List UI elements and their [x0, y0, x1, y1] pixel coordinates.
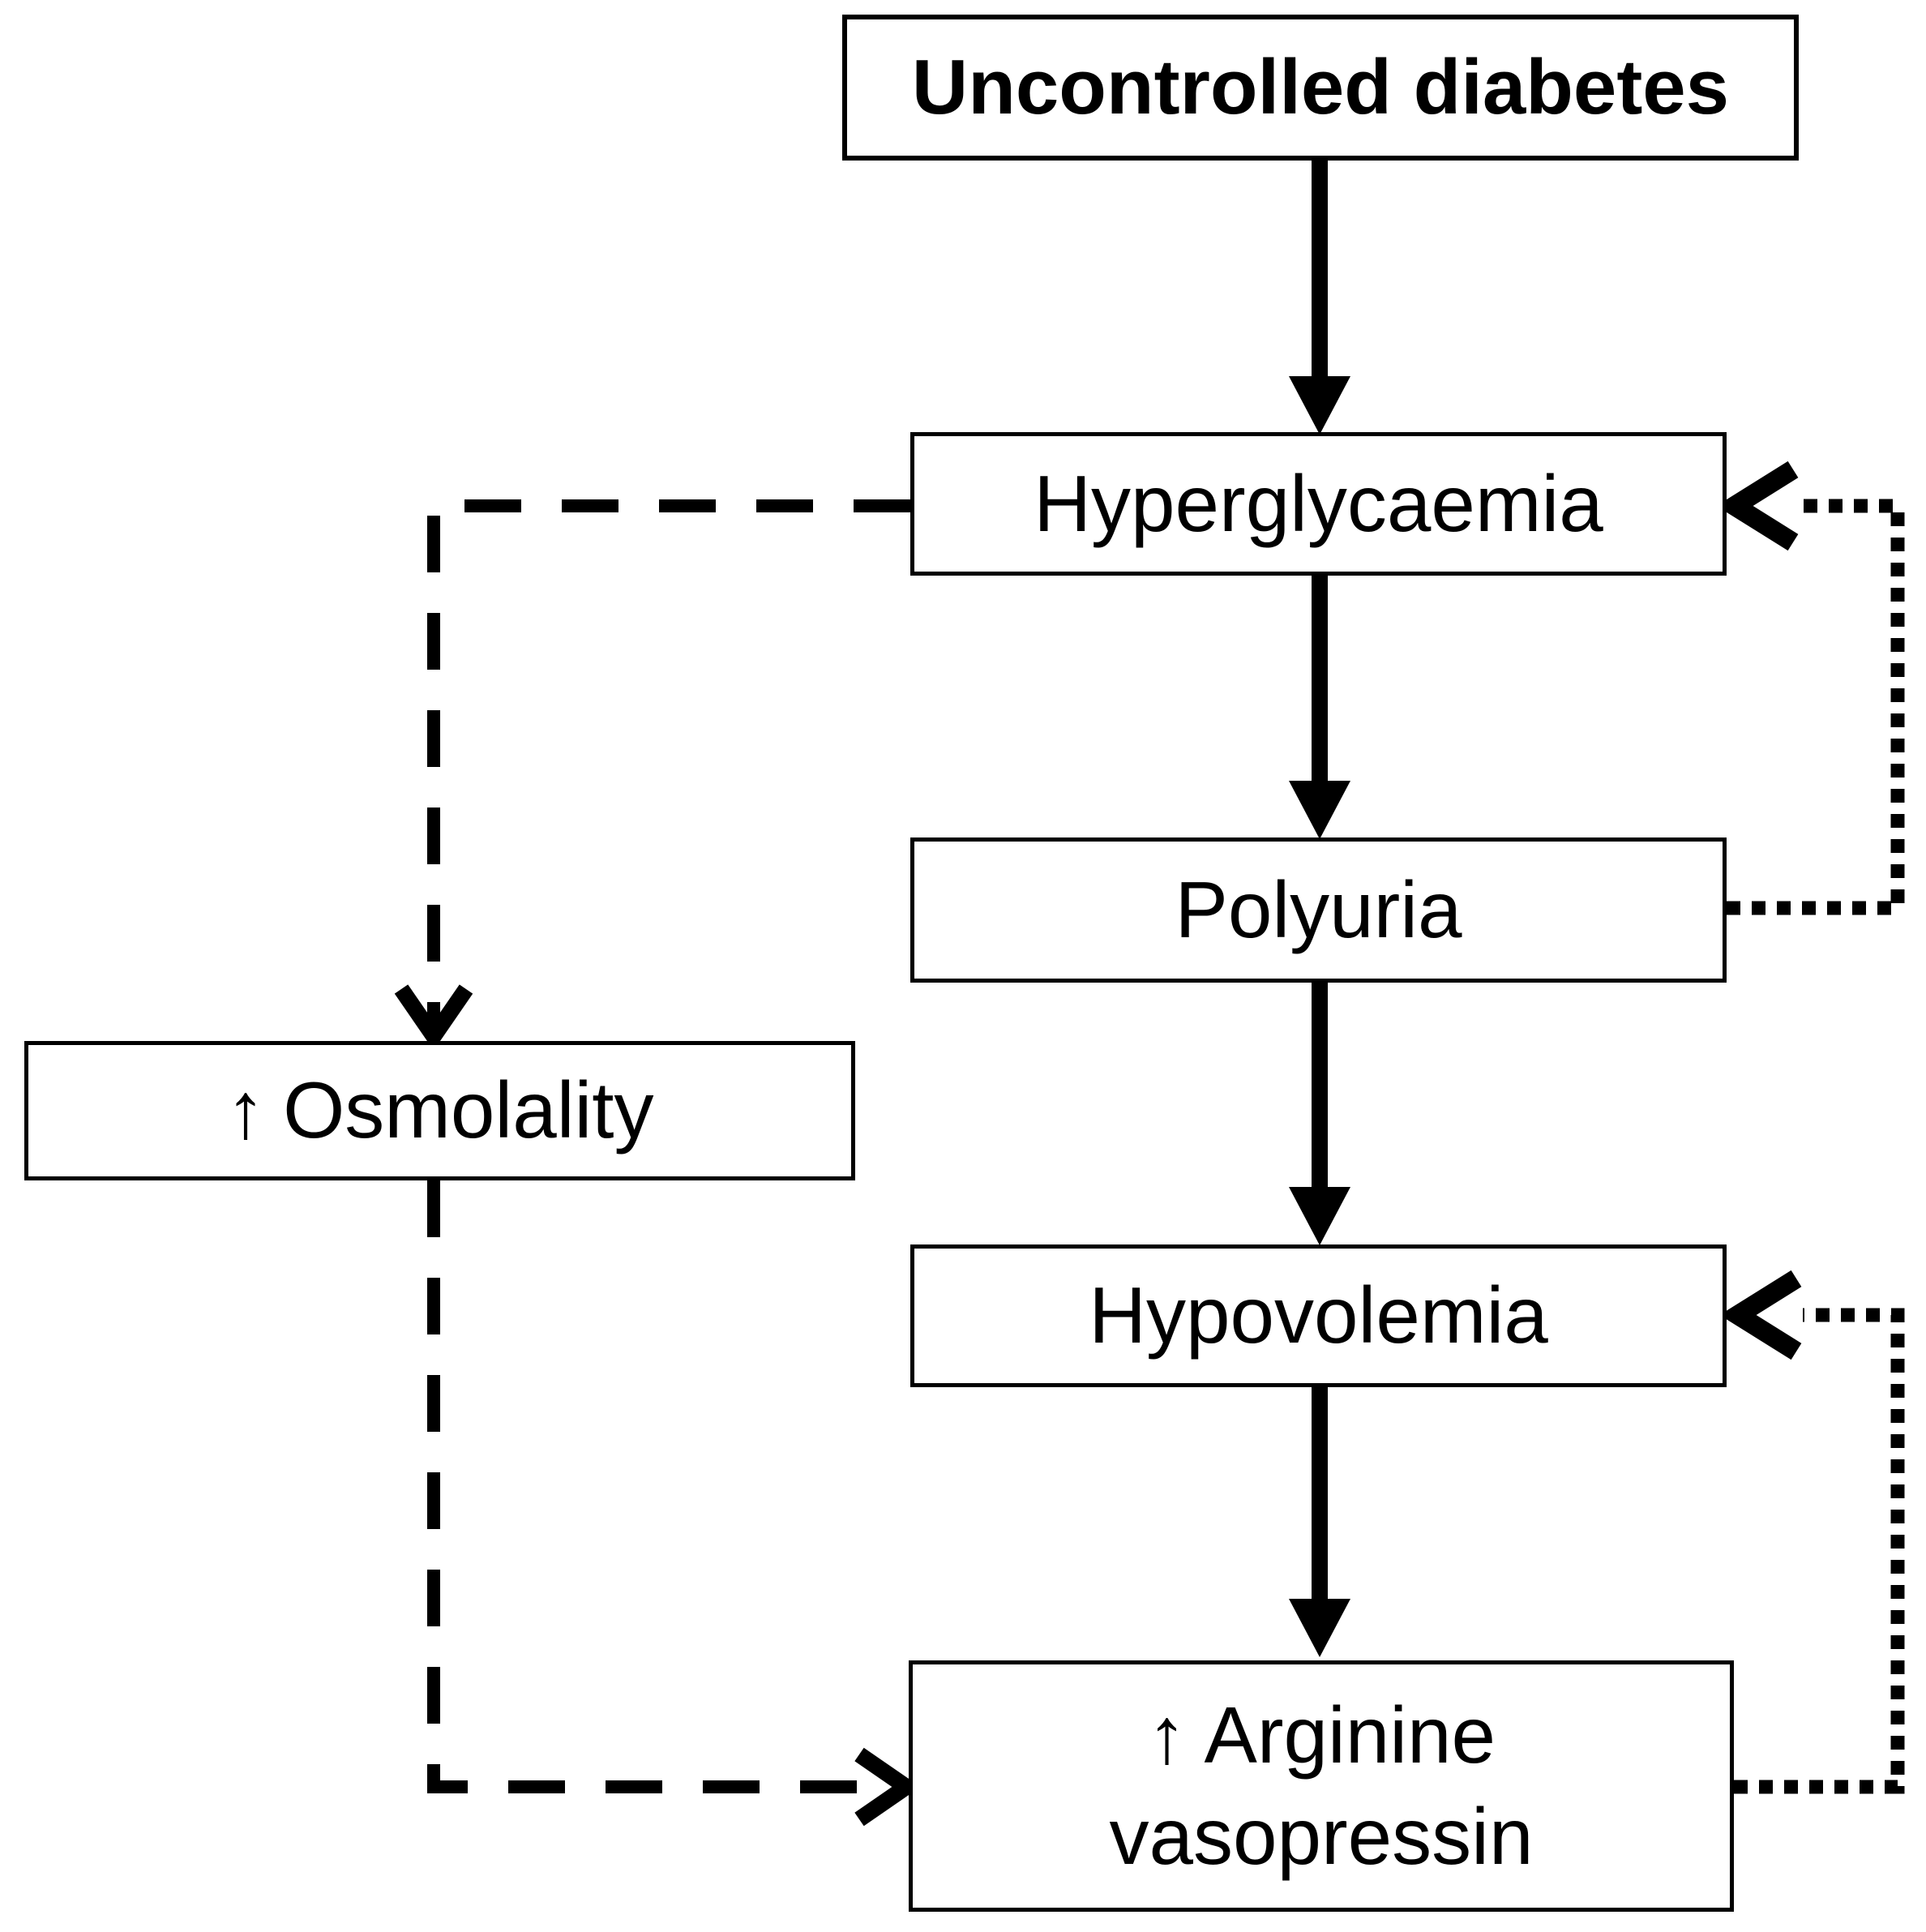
- edge-arginine-to-hypovolemia: [1719, 1270, 1905, 1794]
- edge-line: [427, 499, 910, 1030]
- arrowhead-down-icon: [1289, 1187, 1350, 1245]
- edge-line: [1734, 1308, 1905, 1794]
- edge-polyuria-to-hypovolemia: [1289, 983, 1350, 1245]
- arrowhead-left-icon: [1716, 461, 1799, 551]
- node-label: Polyuria: [1175, 864, 1462, 954]
- node-arginine-vasopressin: ↑Arginine vasopressin: [909, 1660, 1734, 1912]
- node-label: Hyperglycaemia: [1034, 458, 1603, 548]
- arrowhead-right-icon: [854, 1747, 921, 1827]
- edge-hyperglycaemia-to-osmolality: [394, 499, 910, 1051]
- edge-hyperglycaemia-to-polyuria: [1289, 576, 1350, 839]
- arrowhead-down-icon: [1289, 1599, 1350, 1657]
- arrowhead-down-icon: [1289, 376, 1350, 435]
- edge-osmolality-to-arginine: [427, 1180, 921, 1827]
- node-osmolality: ↑Osmolality: [24, 1041, 855, 1180]
- edge-line: [1727, 499, 1905, 915]
- node-label: ↑Osmolality: [226, 1060, 654, 1161]
- edge-polyuria-to-hyperglycaemia: [1716, 461, 1905, 915]
- node-polyuria: Polyuria: [910, 837, 1727, 983]
- edge-hypovolemia-to-arginine: [1289, 1387, 1350, 1657]
- node-label: Uncontrolled diabetes: [911, 43, 1730, 131]
- node-label-text: Arginine vasopressin: [1109, 1690, 1534, 1881]
- edge-uncontrolled-to-hyperglycaemia: [1289, 161, 1350, 435]
- edge-line: [427, 1180, 898, 1793]
- arrowhead-down-icon: [1289, 781, 1350, 839]
- arrowhead-left-icon: [1719, 1270, 1802, 1360]
- node-hypovolemia: Hypovolemia: [910, 1244, 1727, 1387]
- up-arrow-icon: ↑: [1146, 1690, 1187, 1780]
- node-hyperglycaemia: Hyperglycaemia: [910, 432, 1727, 576]
- node-uncontrolled-diabetes: Uncontrolled diabetes: [842, 15, 1799, 161]
- up-arrow-icon: ↑: [225, 1065, 266, 1155]
- node-label-text: Osmolality: [283, 1065, 654, 1155]
- arrowhead-down-icon: [394, 984, 473, 1051]
- node-label: Hypovolemia: [1089, 1270, 1548, 1360]
- node-label: ↑Arginine vasopressin: [1110, 1685, 1534, 1888]
